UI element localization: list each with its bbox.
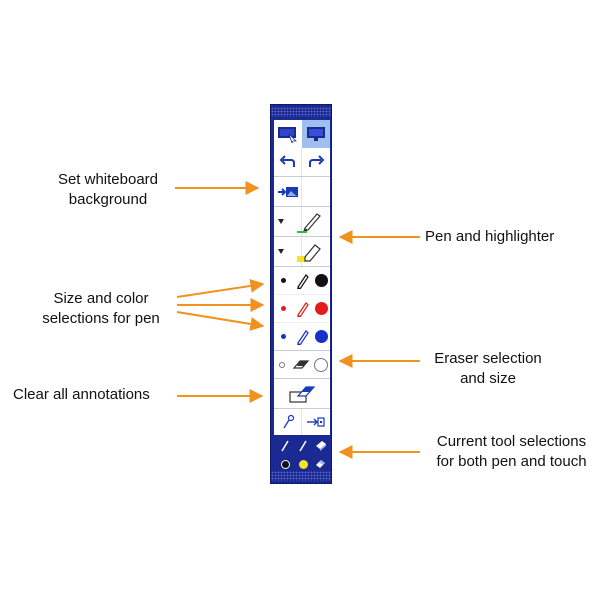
chevron-down-icon (278, 219, 284, 224)
set-background-button[interactable] (274, 177, 302, 206)
pen-dropdown[interactable] (274, 207, 302, 236)
exit-icon (307, 417, 325, 427)
size-large-black[interactable] (312, 267, 330, 294)
label-whiteboard-background: Set whiteboard background (57, 171, 159, 208)
size-dot (280, 278, 286, 283)
label-eraser: Eraser selection and size (434, 350, 542, 387)
pin-icon (282, 414, 294, 429)
size-dot (279, 361, 285, 368)
highlighter-icon (297, 243, 321, 262)
size-dot (280, 334, 286, 339)
clear-annotations-button[interactable] (274, 379, 330, 408)
size-large-blue[interactable] (312, 323, 330, 350)
color-black-button[interactable] (292, 267, 312, 294)
set-background-icon (277, 186, 298, 197)
exit-button[interactable] (302, 409, 330, 435)
current-pen-tool-2 (294, 437, 312, 455)
pin-button[interactable] (274, 409, 302, 435)
whiteboard-mode-tab[interactable] (274, 120, 302, 148)
clear-annotations-icon (289, 385, 316, 403)
arrow-size-color-1 (176, 278, 265, 298)
size-small-red[interactable] (274, 295, 292, 322)
presentation-mode-icon (307, 127, 325, 141)
background-row (274, 176, 330, 206)
pen-color-row-red (274, 294, 330, 322)
label-pen-highlighter: Pen and highlighter (425, 228, 555, 245)
highlighter-button[interactable] (288, 237, 330, 266)
size-small-blue[interactable] (274, 323, 292, 350)
annotation-toolbar (270, 104, 332, 484)
size-dot (298, 459, 308, 469)
current-eraser-tool (312, 437, 330, 455)
size-dot (314, 330, 328, 343)
pen-small-icon (299, 440, 307, 452)
current-color-black (276, 455, 294, 473)
label-clear-annotations: Clear all annotations (13, 386, 150, 403)
label-size-color: Size and color selections for pen (42, 290, 160, 327)
undo-icon (279, 155, 295, 167)
pen-color-row-blue (274, 322, 330, 350)
size-dot (280, 306, 286, 311)
current-touch-eraser (312, 455, 330, 473)
presentation-mode-tab[interactable] (302, 120, 330, 148)
pin-exit-row (274, 408, 330, 435)
label-current-tool: Current tool selections for both pen and… (436, 433, 587, 470)
chevron-down-icon (278, 249, 284, 254)
eraser-row (274, 350, 330, 378)
size-dot (314, 274, 328, 287)
eraser-small-icon (316, 441, 326, 451)
color-red-button[interactable] (292, 295, 312, 322)
current-tool-panel (274, 435, 330, 475)
pen-icon (297, 212, 321, 233)
drag-handle-top[interactable] (271, 107, 331, 117)
pen-color-row-black (274, 266, 330, 294)
background-empty-cell (302, 177, 330, 206)
color-blue-button[interactable] (292, 323, 312, 350)
size-dot (280, 459, 290, 469)
history-row (274, 148, 330, 176)
drag-handle-bottom[interactable] (271, 471, 331, 481)
size-small-black[interactable] (274, 267, 292, 294)
highlighter-dropdown[interactable] (274, 237, 302, 266)
undo-button[interactable] (274, 148, 302, 176)
eraser-icon (292, 359, 310, 369)
pen-small-icon (281, 440, 289, 452)
eraser-small-icon (316, 460, 325, 468)
current-pen-tool (276, 437, 294, 455)
toolbar-panel (274, 148, 330, 435)
arrow-size-color-3 (176, 311, 265, 331)
size-large-red[interactable] (312, 295, 330, 322)
clear-row (274, 378, 330, 408)
eraser-size-large[interactable] (312, 351, 330, 378)
pen-nib-red-icon (297, 301, 309, 317)
size-dot (314, 302, 328, 315)
whiteboard-mode-icon (278, 127, 297, 143)
pen-row (274, 206, 330, 236)
pen-button[interactable] (288, 207, 330, 236)
redo-icon (309, 155, 325, 167)
eraser-size-small[interactable] (274, 351, 290, 378)
pen-nib-black-icon (297, 273, 309, 289)
size-dot (314, 357, 328, 372)
current-color-yellow (294, 455, 312, 473)
redo-button[interactable] (302, 148, 330, 176)
highlighter-row (274, 236, 330, 266)
pen-nib-blue-icon (297, 329, 309, 345)
eraser-button[interactable] (290, 351, 312, 378)
